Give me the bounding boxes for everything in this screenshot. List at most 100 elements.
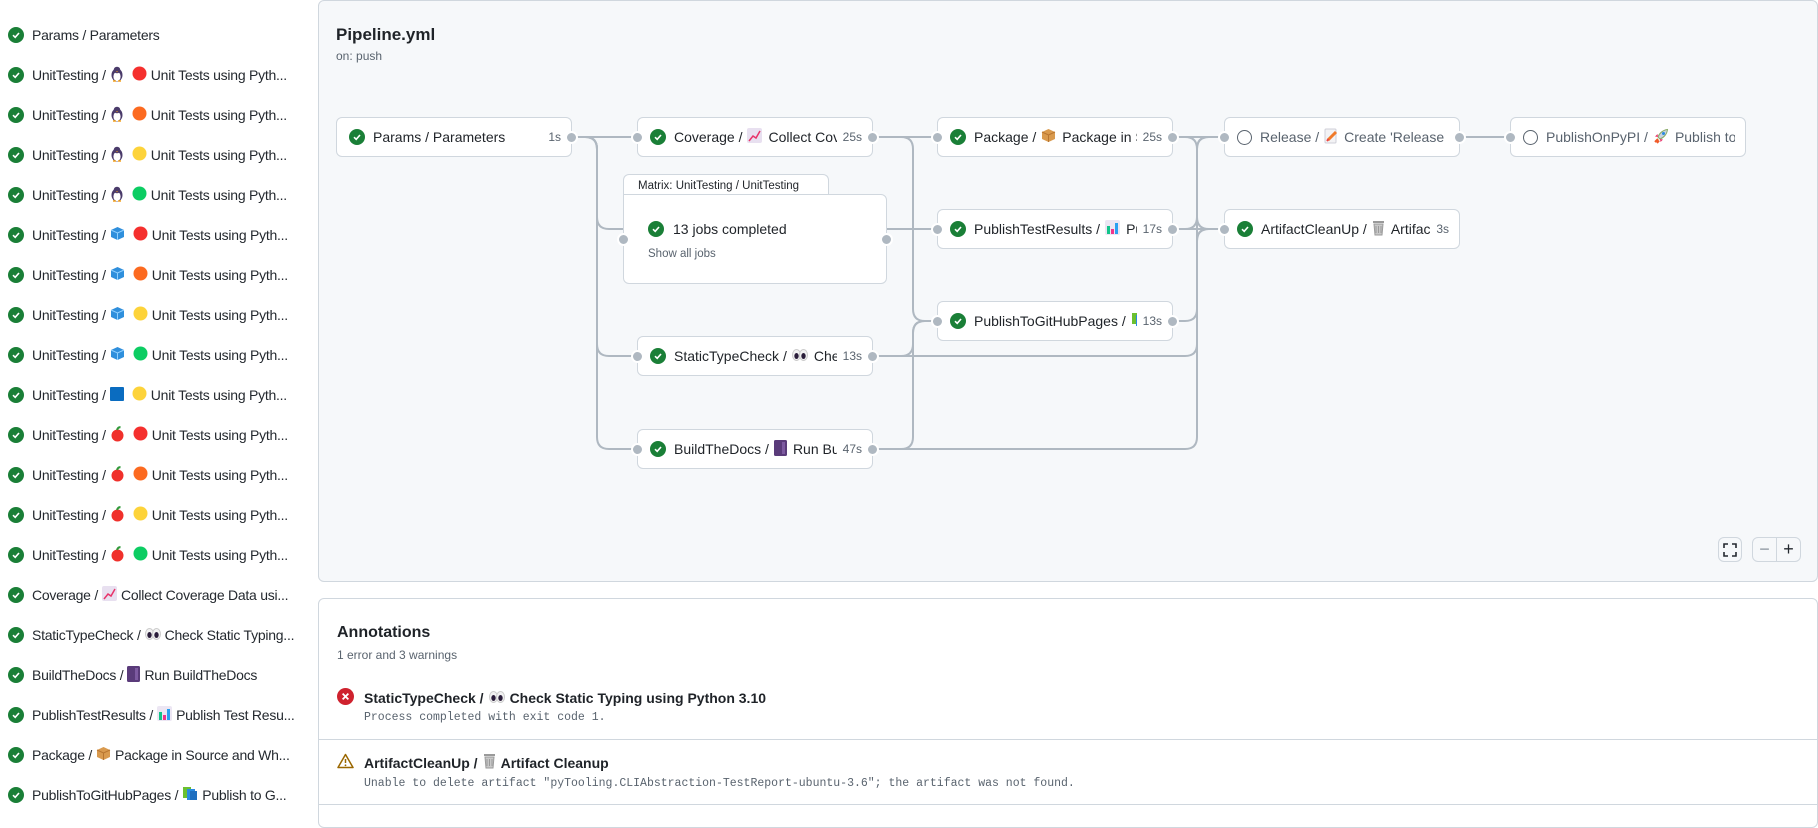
sidebar-job-item[interactable]: Params / Parameters <box>8 21 160 49</box>
job-node-publishtestresults[interactable]: PublishTestResults / Pu...17s <box>931 209 1179 249</box>
job-name: PublishToGitHubPages / <box>974 313 1126 329</box>
job-label: Unit Tests using Pyth... <box>151 267 288 283</box>
matrix-summary: 13 jobs completed <box>673 221 787 237</box>
success-check-icon <box>8 347 24 363</box>
job-name: Package / <box>32 747 93 763</box>
sidebar-job-item[interactable]: UnitTesting / Unit Tests using Pyth... <box>8 221 288 249</box>
zoom-out-button[interactable]: − <box>1752 537 1777 562</box>
sidebar-job-item[interactable]: PublishTestResults / Publish Test Resu..… <box>8 701 295 729</box>
job-name: UnitTesting / <box>32 227 106 243</box>
job-duration: 25s <box>1142 130 1162 144</box>
orange-circle-icon <box>133 266 148 284</box>
sidebar-job-item[interactable]: UnitTesting / Unit Tests using Pyth... <box>8 141 287 169</box>
sidebar-job-item[interactable]: UnitTesting / Unit Tests using Pyth... <box>8 261 288 289</box>
orange-circle-icon <box>133 466 148 484</box>
sidebar-job-item[interactable]: BuildTheDocs / Run BuildTheDocs <box>8 661 257 689</box>
sidebar-job-item[interactable]: Package / Package in Source and Wh... <box>8 741 290 769</box>
job-label: Unit Tests using Pyth... <box>150 67 287 83</box>
job-name: Release / <box>1260 129 1320 145</box>
job-name: StaticTypeCheck / <box>32 627 141 643</box>
success-check-icon <box>8 747 24 763</box>
job-label: Unit Tests using Pyth... <box>151 347 288 363</box>
matrix-group[interactable]: 13 jobs completed Show all jobs <box>617 194 893 284</box>
job-node-buildthedocs[interactable]: BuildTheDocs / Run Buil...47s <box>631 429 879 469</box>
books-icon <box>1131 312 1137 330</box>
job-node-release[interactable]: Release / Create 'Release P... <box>1218 117 1466 157</box>
success-check-icon <box>8 27 24 43</box>
job-node-artifactcleanup[interactable]: ArtifactCleanUp / Artifac...3s <box>1218 209 1460 249</box>
eyes-icon <box>488 690 505 707</box>
input-port <box>631 130 644 144</box>
success-check-icon <box>8 627 24 643</box>
show-all-jobs-link[interactable]: Show all jobs <box>648 248 716 260</box>
matrix-title: Matrix: UnitTesting / UnitTesting <box>623 174 829 196</box>
job-name: PublishTestResults / <box>32 707 154 723</box>
job-duration: 47s <box>842 442 862 456</box>
annotation-warning[interactable]: ArtifactCleanUp / Artifact Cleanup <box>337 753 609 772</box>
eyes-icon <box>791 348 808 365</box>
success-check-icon <box>8 667 24 683</box>
sidebar-job-item[interactable]: UnitTesting / Unit Tests using Pyth... <box>8 181 287 209</box>
job-node-statictypecheck[interactable]: StaticTypeCheck / Chec...13s <box>631 336 879 376</box>
sidebar-job-item[interactable]: UnitTesting / Unit Tests using Pyth... <box>8 381 287 409</box>
chart-increasing-icon <box>747 128 763 146</box>
sidebar-job-item[interactable]: UnitTesting / Unit Tests using Pyth... <box>8 341 288 369</box>
success-check-icon <box>8 427 24 443</box>
job-name: UnitTesting / <box>32 547 106 563</box>
job-label: Create 'Release P... <box>1344 129 1449 145</box>
sidebar-job-item[interactable]: UnitTesting / Unit Tests using Pyth... <box>8 421 288 449</box>
annotation-message: Process completed with exit code 1. <box>364 711 606 724</box>
job-node-coverage[interactable]: Coverage / Collect Cove...25s <box>631 117 879 157</box>
job-node-package[interactable]: Package / Package in So...25s <box>931 117 1179 157</box>
job-name: UnitTesting / <box>32 107 106 123</box>
job-name: PublishOnPyPI / <box>1546 129 1648 145</box>
success-check-icon <box>349 129 365 145</box>
input-port <box>1218 222 1231 236</box>
ice-cube-icon <box>110 346 125 364</box>
sidebar-job-item[interactable]: PublishToGitHubPages / Publish to G... <box>8 781 287 809</box>
job-label: Run BuildTheDocs <box>144 667 258 683</box>
success-check-icon <box>950 129 966 145</box>
annotations-summary: 1 error and 3 warnings <box>337 648 458 662</box>
job-title: Params / Parameters <box>373 129 542 145</box>
sidebar-job-item[interactable]: UnitTesting / Unit Tests using Pyth... <box>8 101 287 129</box>
job-label: Unit Tests using Pyth... <box>151 507 288 523</box>
annotation-message: Unable to delete artifact "pyTooling.CLI… <box>364 777 1075 790</box>
success-check-icon <box>1237 221 1253 237</box>
sidebar-job-item[interactable]: UnitTesting / Unit Tests using Pyth... <box>8 461 288 489</box>
warning-triangle-icon <box>337 753 354 772</box>
job-node-publishtogithubpages[interactable]: PublishToGitHubPages / ... 13s <box>931 301 1179 341</box>
success-check-icon <box>8 147 24 163</box>
sidebar-job-item[interactable]: UnitTesting / Unit Tests using Pyth... <box>8 301 288 329</box>
sidebar-job-item[interactable]: StaticTypeCheck / Check Static Typing... <box>8 621 294 649</box>
sidebar-job-item[interactable]: UnitTesting / Unit Tests using Pyth... <box>8 501 288 529</box>
sidebar-job-item[interactable]: Coverage / Collect Coverage Data usi... <box>8 581 289 609</box>
job-label: Run Buil... <box>792 441 837 457</box>
annotation-job: StaticTypeCheck / <box>364 690 484 706</box>
job-label: Unit Tests using Pyth... <box>150 147 287 163</box>
success-check-icon <box>950 221 966 237</box>
job-title: ArtifactCleanUp / Artifac... <box>1261 220 1430 239</box>
job-name: UnitTesting / <box>32 307 106 323</box>
job-label: Unit Tests using Pyth... <box>151 427 288 443</box>
annotation-job: ArtifactCleanUp / <box>364 754 478 771</box>
notebook-icon <box>773 439 787 459</box>
output-port <box>866 130 879 144</box>
annotation-label: Artifact Cleanup <box>500 754 609 771</box>
job-node-publishonpypi[interactable]: PublishOnPyPI / Publish to ... <box>1504 117 1746 157</box>
annotation-error[interactable]: StaticTypeCheck / Check Static Typing us… <box>337 688 766 708</box>
job-name: StaticTypeCheck / <box>674 348 787 364</box>
sidebar-job-item[interactable]: UnitTesting / Unit Tests using Pyth... <box>8 541 288 569</box>
fullscreen-button[interactable] <box>1718 537 1742 562</box>
job-title: PublishToGitHubPages / ... <box>974 312 1137 330</box>
penguin-icon <box>110 106 124 125</box>
job-title: PublishOnPyPI / Publish to ... <box>1546 128 1735 147</box>
job-name: UnitTesting / <box>32 67 106 83</box>
sidebar-job-item[interactable]: UnitTesting / Unit Tests using Pyth... <box>8 61 287 89</box>
red-circle-icon <box>133 226 148 244</box>
job-duration: 13s <box>1142 314 1162 328</box>
job-label: Publish to G... <box>202 787 287 803</box>
zoom-in-button[interactable]: + <box>1776 537 1801 562</box>
success-check-icon <box>648 221 664 237</box>
